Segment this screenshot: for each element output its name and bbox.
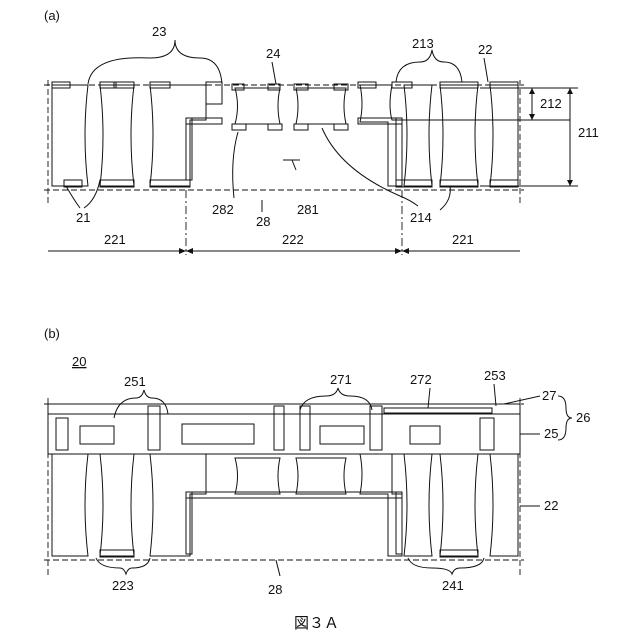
braces-leaders-b: [96, 384, 572, 576]
label-223: 223: [112, 578, 134, 593]
panel-b: (b) 20: [44, 326, 590, 597]
ref-20: 20: [72, 354, 86, 369]
label-214: 214: [410, 210, 432, 225]
label-221-right: 221: [452, 232, 474, 247]
label-282: 282: [212, 202, 234, 217]
label-281: 281: [297, 202, 319, 217]
panel-a: (a): [44, 8, 599, 255]
label-251: 251: [124, 374, 146, 389]
label-27: 27: [542, 388, 556, 403]
panel-b-tag: (b): [44, 326, 60, 341]
metal-plating-a: [52, 82, 518, 187]
buildup-layer-25: [48, 404, 520, 454]
label-271: 271: [330, 372, 352, 387]
label-26: 26: [576, 410, 590, 425]
label-22-b: 22: [544, 498, 558, 513]
glass-core-segments: [52, 85, 518, 186]
label-24: 24: [266, 46, 280, 61]
label-21: 21: [76, 210, 90, 225]
figure-caption: 図３Ａ: [294, 614, 339, 632]
label-253: 253: [484, 368, 506, 383]
label-211: 211: [578, 125, 599, 140]
label-272: 272: [410, 372, 432, 387]
label-28-a: 28: [256, 214, 270, 229]
label-212: 212: [540, 96, 562, 111]
label-213: 213: [412, 36, 434, 51]
label-221-left: 221: [104, 232, 126, 247]
label-241: 241: [442, 578, 464, 593]
label-28-b: 28: [268, 582, 282, 597]
label-222: 222: [282, 232, 304, 247]
label-23: 23: [152, 24, 166, 39]
label-22-a: 22: [478, 42, 492, 57]
label-25: 25: [544, 426, 558, 441]
core-layer-b: [52, 454, 518, 557]
panel-a-tag: (a): [44, 8, 60, 23]
